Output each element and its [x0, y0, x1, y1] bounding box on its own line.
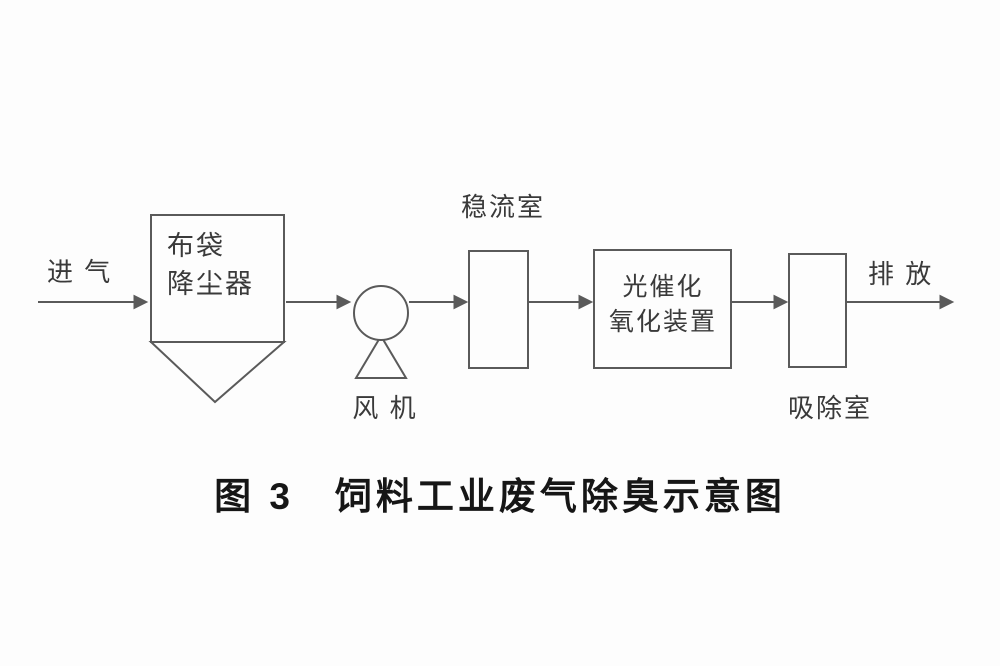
inlet-gas-label: 进 气	[47, 257, 113, 287]
dust-collector-label-line1: 布袋	[167, 231, 225, 261]
absorption-chamber-label: 吸除室	[787, 393, 873, 423]
absorption-chamber-box	[788, 253, 847, 368]
photocatalytic-label-line1: 光催化	[622, 273, 704, 301]
fan-circle	[353, 285, 409, 341]
stabilization-chamber-label: 稳流室	[460, 192, 546, 222]
photocatalytic-box	[593, 249, 732, 369]
outlet-label: 排 放	[868, 259, 934, 289]
fan-label: 风 机	[352, 393, 418, 423]
dust-collector-hopper	[148, 341, 287, 404]
photocatalytic-label: 光催化 氧化装置	[609, 270, 717, 340]
fan-base	[354, 334, 408, 379]
dust-collector-label-line2: 降尘器	[167, 268, 254, 299]
figure-caption: 图 3 饲料工业废气除臭示意图	[214, 476, 786, 517]
dust-collector-label: 布袋 降尘器	[167, 228, 254, 304]
stabilization-chamber-box	[468, 250, 529, 369]
photocatalytic-label-line2: 氧化装置	[608, 308, 718, 336]
